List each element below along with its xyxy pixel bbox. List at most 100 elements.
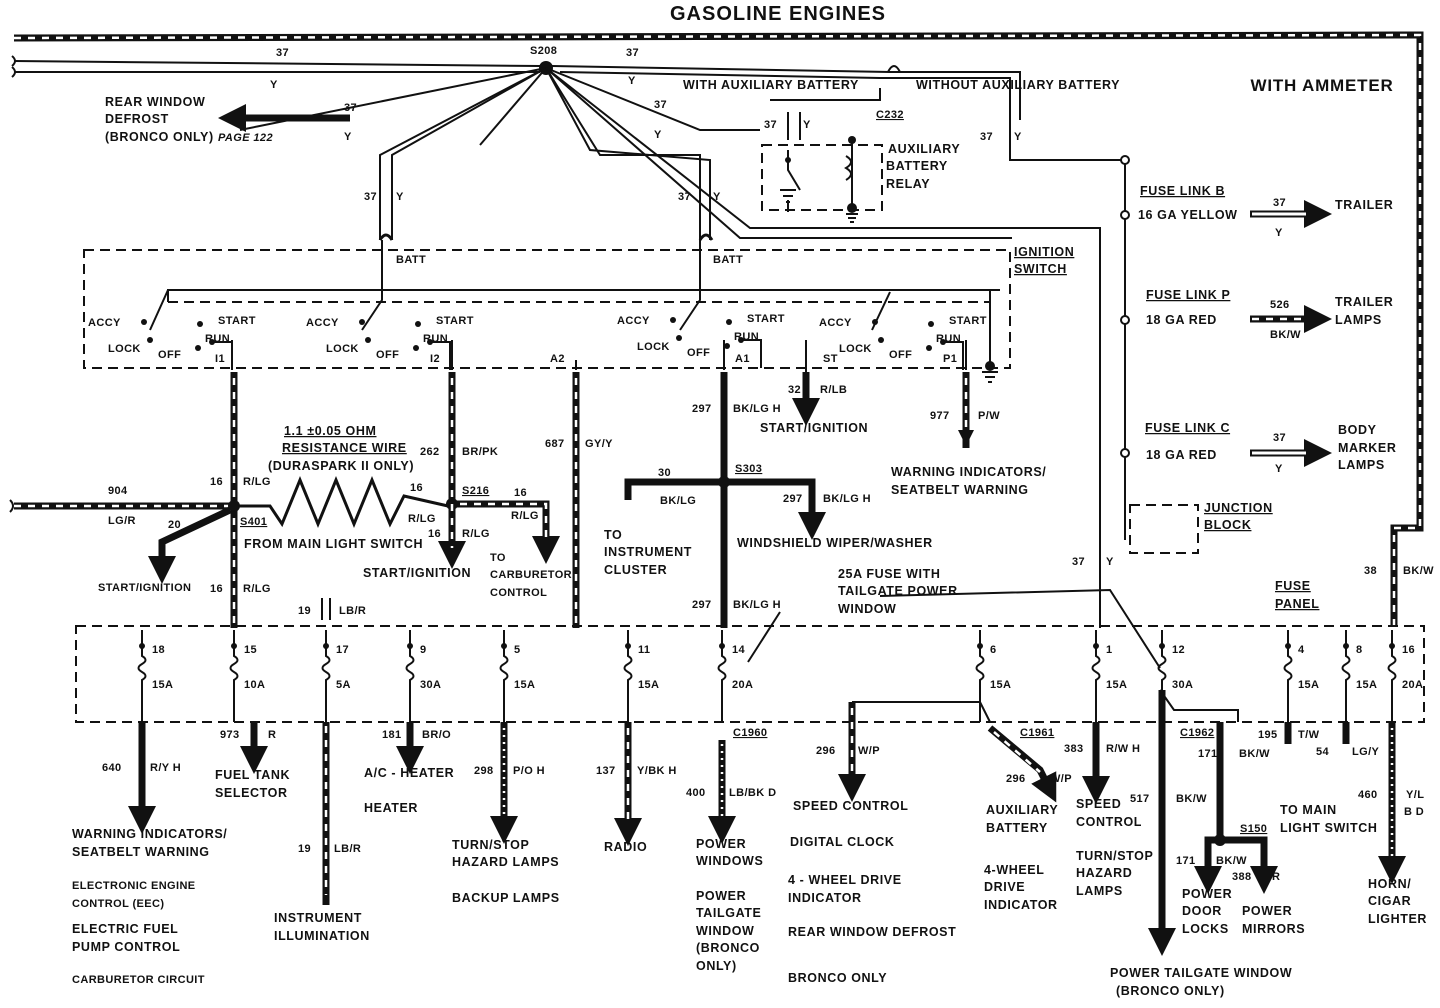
door-locks-l1: POWER [1182, 887, 1232, 901]
fuse-link-p-dest1: TRAILER [1335, 295, 1393, 309]
fuse-link-b-gauge: 16 GA YELLOW [1138, 208, 1238, 222]
switch-run-label: RUN [205, 333, 230, 345]
switch-lock-label: LOCK [108, 343, 141, 355]
rear-defrost-b: REAR WINDOW DEFROST [788, 925, 956, 939]
relay-wire-y: Y [803, 119, 811, 131]
main-light-l2: LIGHT SWITCH [1280, 821, 1377, 835]
fuse-symbol [229, 630, 239, 722]
to-cluster-l2: INSTRUMENT [604, 545, 692, 559]
batt1-wire-y: Y [396, 191, 404, 203]
term-p1: P1 [943, 353, 957, 365]
fuse-amperage: 15A [1356, 679, 1377, 691]
to-carb-l3: CONTROL [490, 587, 547, 599]
turn-stop-l2: HAZARD LAMPS [452, 855, 559, 869]
fuse-link-c: FUSE LINK C [1145, 421, 1230, 435]
term-i2: I2 [430, 353, 440, 365]
fuse-14: 14 20A [717, 630, 753, 722]
wire-16-b: 16 [210, 583, 223, 595]
wire-16-c: 16 [410, 482, 423, 494]
switch-accy-label: ACCY [88, 317, 121, 329]
with-aux-battery: WITH AUXILIARY BATTERY [683, 78, 859, 92]
power-windows-l2: WINDOWS [696, 854, 763, 868]
fuse-cells: 1815A1510A175A930A515A1115A1420A615A115A… [137, 630, 1423, 722]
fuse-terminal [323, 643, 329, 649]
fuse-amperage: 15A [152, 679, 173, 691]
fuse-amperage: 20A [732, 679, 753, 691]
wire-lbr-a: LB/R [339, 605, 366, 617]
without-aux-battery: WITHOUT AUXILIARY BATTERY [916, 78, 1120, 92]
wire-brpk: BR/PK [462, 446, 498, 458]
fuse-link-c-color: Y [1275, 463, 1283, 475]
fuse25-l3: WINDOW [838, 602, 896, 616]
wire-388: 388 [1232, 871, 1252, 883]
fuse-terminal [719, 643, 725, 649]
switch-run-label: RUN [936, 333, 961, 345]
four-wheel-l2: DRIVE [984, 880, 1025, 894]
fuse-panel-l2: PANEL [1275, 597, 1319, 611]
aux-relay-l1: AUXILIARY [888, 142, 960, 156]
fuse-link-b: FUSE LINK B [1140, 184, 1225, 198]
wire-640: 640 [102, 762, 122, 774]
four-wheel-l1: 4-WHEEL [984, 863, 1044, 877]
fuse-terminal [1093, 643, 1099, 649]
fuse-symbol [1091, 630, 1101, 722]
switch-run-wire [212, 341, 233, 370]
fuse-amperage: 15A [1298, 679, 1319, 691]
carb-circuit: CARBURETOR CIRCUIT [72, 974, 205, 986]
switch-contact [676, 335, 682, 341]
fuse-symbol [137, 630, 147, 722]
warn2-l2: SEATBELT WARNING [72, 845, 210, 859]
switch-run-wire [943, 341, 964, 370]
from-main-light: FROM MAIN LIGHT SWITCH [244, 537, 423, 551]
wire-y-b: Y [628, 75, 636, 87]
batt2-wire-y: Y [713, 191, 721, 203]
fuse-link-p-dest2: LAMPS [1335, 313, 1382, 327]
wire-297-c: 297 [692, 599, 712, 611]
wire-lbr-b: LB/R [334, 843, 361, 855]
wire-262: 262 [420, 446, 440, 458]
turn-stop2-l2: HAZARD [1076, 866, 1132, 880]
door-locks-l2: DOOR [1182, 904, 1222, 918]
fuse-link-b-color: Y [1275, 227, 1283, 239]
switch-contact [141, 319, 147, 325]
wire-bklgh-a: BK/LG H [733, 403, 781, 415]
switch-start-label: START [436, 315, 474, 327]
switch-accy-label: ACCY [306, 317, 339, 329]
speed-ctl2-l2: CONTROL [1076, 815, 1142, 829]
main-light-l1: TO MAIN [1280, 803, 1337, 817]
wire-973: 973 [220, 729, 240, 741]
aux-battery-relay [761, 88, 1130, 540]
wire-ryh: R/Y H [150, 762, 181, 774]
switch-accy-label: ACCY [819, 317, 852, 329]
connector-c1960: C1960 [733, 727, 767, 739]
wire-lgy: LG/Y [1352, 746, 1380, 758]
wire-16-d: 16 [428, 528, 441, 540]
fuse-number: 9 [420, 644, 427, 656]
fuse-number: 14 [732, 644, 746, 656]
rear-defrost-l3: (BRONCO ONLY) [105, 130, 214, 144]
fuse-link-b-wire: 37 [1273, 197, 1286, 209]
fuse-symbol [499, 630, 509, 722]
batt2-wire-37: 37 [678, 191, 691, 203]
switch-contact [195, 345, 201, 351]
fuse-link-c-dest1: BODY [1338, 423, 1377, 437]
tailgate-l2: TAILGATE [696, 906, 761, 920]
wire-bro: BR/O [422, 729, 451, 741]
fuse-symbol [1341, 630, 1351, 722]
fuse-symbol [717, 630, 727, 722]
wire-rlg-b: R/LG [243, 583, 271, 595]
ac-heater: A/C - HEATER [364, 766, 454, 780]
ignition-title-l2: SWITCH [1014, 262, 1067, 276]
batt1-wire-37: 37 [364, 191, 377, 203]
wire-bd: B D [1404, 806, 1424, 818]
rear-defrost-l2: DEFROST [105, 112, 169, 126]
switch-contact [197, 321, 203, 327]
